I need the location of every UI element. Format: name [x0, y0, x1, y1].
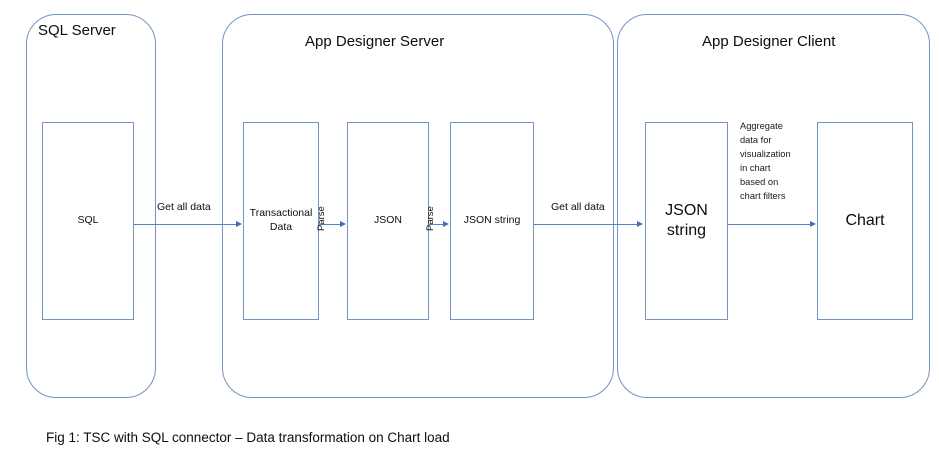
arrowhead-transactional-to-json [340, 221, 346, 227]
box-sql: SQL [42, 122, 134, 320]
annotation-aggregate-note: Aggregate data for visualization in char… [740, 121, 791, 201]
arrowhead-json-to-json-string [443, 221, 449, 227]
box-json-string-server: JSON string [450, 122, 534, 320]
arrowhead-server-to-client [637, 221, 643, 227]
connector-server-to-client [534, 224, 638, 226]
connector-json-string-to-chart [728, 224, 811, 226]
box-label-transactional-data: Transactional Data [249, 207, 313, 233]
zone-title-app-designer-server: App Designer Server [305, 33, 445, 50]
box-json: JSON [347, 122, 429, 320]
connector-transactional-to-json [319, 224, 342, 226]
zone-title-app-designer-client: App Designer Client [702, 33, 836, 50]
box-transactional-data: Transactional Data [243, 122, 319, 320]
figure-caption: Fig 1: TSC with SQL connector – Data tra… [46, 430, 450, 445]
box-label-json-string-client: JSON string [665, 202, 708, 239]
box-label-sql: SQL [77, 214, 99, 227]
box-chart: Chart [817, 122, 913, 320]
connector-sql-to-transactional [134, 224, 237, 226]
box-label-chart: Chart [845, 211, 885, 229]
box-label-json-string-server: JSON string [463, 214, 521, 227]
zone-title-sql-server: SQL Server [38, 22, 116, 39]
connector-label-get-all-data-1: Get all data [157, 201, 211, 213]
arrowhead-json-string-to-chart [810, 221, 816, 227]
arrowhead-sql-to-transactional [236, 221, 242, 227]
connector-json-to-json-string [429, 224, 445, 226]
box-json-string-client: JSON string [645, 122, 728, 320]
connector-label-get-all-data-2: Get all data [551, 201, 605, 213]
box-label-json: JSON [373, 214, 402, 227]
connector-label-parse-1: Parse [316, 206, 327, 231]
connector-label-parse-2: Parse [425, 206, 436, 231]
